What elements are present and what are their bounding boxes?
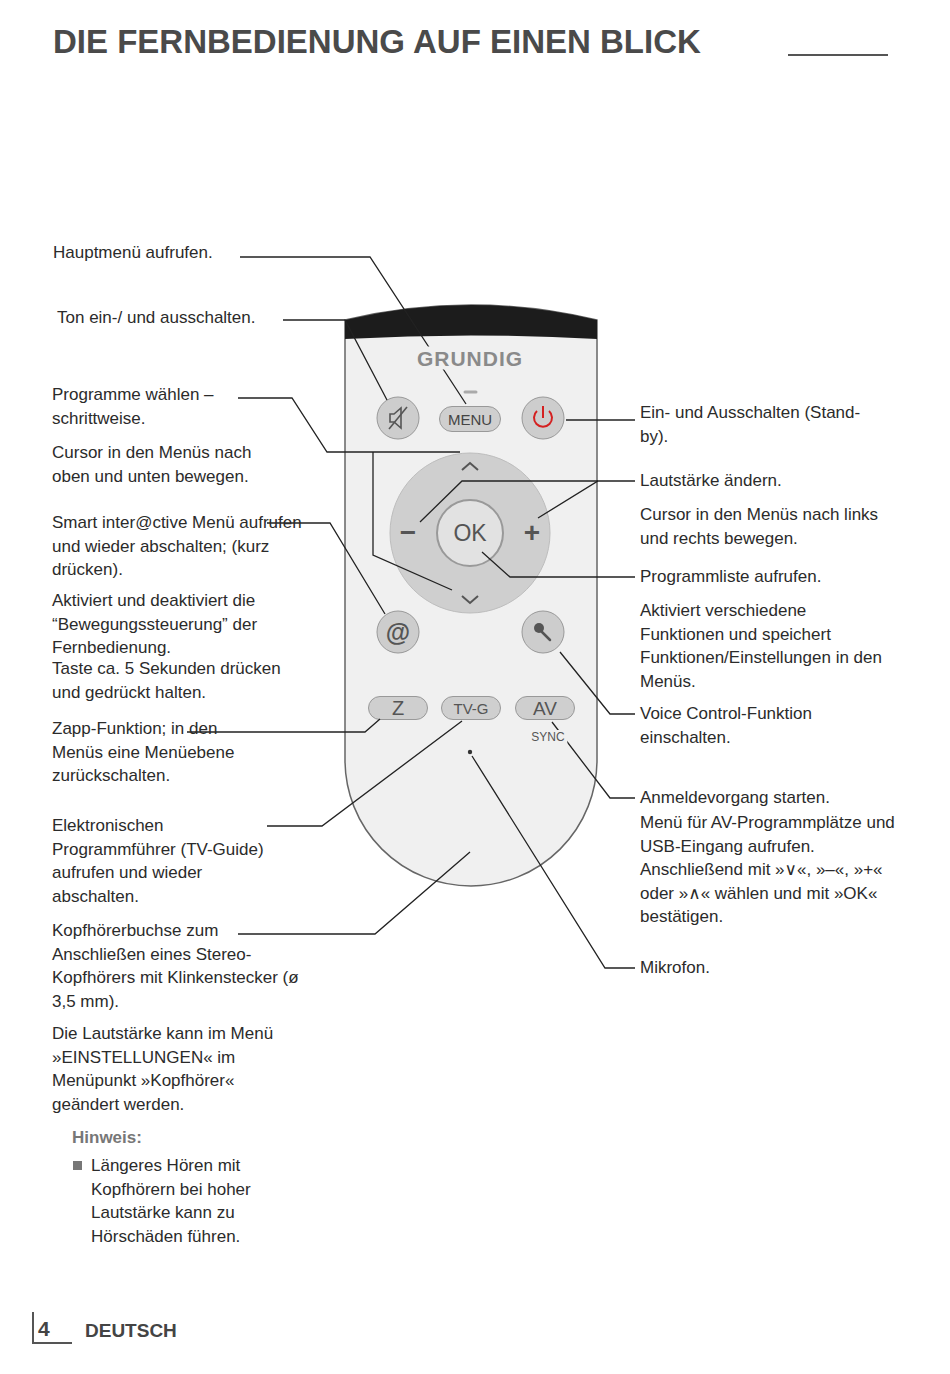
microphone-hole [468,750,472,754]
callout-text: Menü für AV-Programmplätze und USB-Einga… [640,811,895,929]
zapp-button: Z [368,696,428,720]
callout-text: Anmeldevorgang starten. [640,786,885,810]
leader-line [566,419,635,420]
callout-text: Die Lautstärke kann im Menü »EINSTELLUNG… [52,1022,292,1116]
leader-line [267,721,462,826]
ok-outline [437,500,503,566]
button-label: Z [392,698,404,718]
menu-button: MENU [439,406,501,432]
direction-ring: − + OK [390,453,550,613]
leader-line [538,481,635,518]
callout-text: Ein- und Ausschalten (Stand-by). [640,401,880,448]
button-label: TV-G [453,701,488,716]
language-tag: DEUTSCH [85,1319,235,1343]
up-chevron [462,463,478,470]
leader-line [283,320,387,400]
ok-button: OK [436,499,504,567]
callout-text: Mikrofon. [640,956,840,980]
leader-line [238,398,460,452]
callout-text: Taste ca. 5 Sekunden drücken und gedrück… [52,657,297,704]
button-outline [516,697,575,720]
bullet-square [73,1161,82,1170]
button-label: @ [386,620,410,645]
leader-line [373,452,452,590]
page-title: DIE FERNBEDIENUNG AUF EINEN BLICK [53,20,701,64]
callout-text: Kopfhörerbuchse zum Anschließen eines St… [52,919,302,1013]
callout-text: Elektronischen Programmführer (TV-Guide)… [52,814,277,908]
button-outline [369,697,428,720]
callout-text: Ton ein-/ und ausschalten. [57,306,287,330]
leader-line [560,652,635,714]
callout-text: Programmliste aufrufen. [640,565,880,589]
callout-text: Voice Control-Funktion einschalten. [640,702,885,749]
button-outline [442,697,501,720]
page-number-bracket [33,1312,72,1343]
callout-text: Aktiviert verschiedene Funktionen und sp… [640,599,885,693]
callout-text: Smart inter@ctive Menü aufrufen und wied… [52,511,302,582]
leader-line [420,481,598,522]
callout-text: Zapp-Funktion; in den Menüs eine Menüebe… [52,717,267,788]
button-sublabel: SYNC [528,730,567,744]
remote-top-band [345,305,597,339]
button-sublabel: + [524,519,540,547]
note-heading: Hinweis: [72,1126,272,1150]
voice-button [522,611,564,653]
leader-line [552,722,635,798]
ring-outline [390,453,550,613]
button-label: − [400,519,416,547]
leader-line [267,523,385,614]
callout-text: Hauptmenü aufrufen. [53,241,283,265]
status-led [465,391,476,394]
callout-text: Aktiviert und deaktiviert die “Bewegungs… [52,589,297,660]
button-outline [440,407,501,432]
callout-text: Programme wählen – schrittweise. [52,383,237,430]
down-chevron [462,596,478,603]
button-outline [377,611,419,653]
title-rule [788,54,888,56]
tv-guide-button: TV-G [441,696,501,720]
callout-text: Cursor in den Menüs nach oben und unten … [52,441,282,488]
power-button [522,397,564,439]
button-label: MENU [448,412,492,427]
leader-line [240,257,466,404]
av-button: AVSYNC [515,696,575,720]
callout-text: Lautstärke ändern. [640,469,880,493]
button-label: AV [533,699,557,718]
button-label: GRUNDIG [414,347,526,370]
remote-body: GRUNDIGMENU−+OK@ZTV-GAVSYNC [345,295,597,887]
page-number: 4 [38,1317,68,1341]
smart-button: @ [377,611,419,653]
mute-button [377,397,419,439]
callout-text: Cursor in den Menüs nach links und recht… [640,503,880,550]
button-label: OK [453,522,486,545]
leader-line [482,552,635,577]
leader-line [238,852,470,934]
note-text: Längeres Hören mit Kopfhörern bei hoher … [91,1154,301,1248]
leader-line [472,756,635,968]
